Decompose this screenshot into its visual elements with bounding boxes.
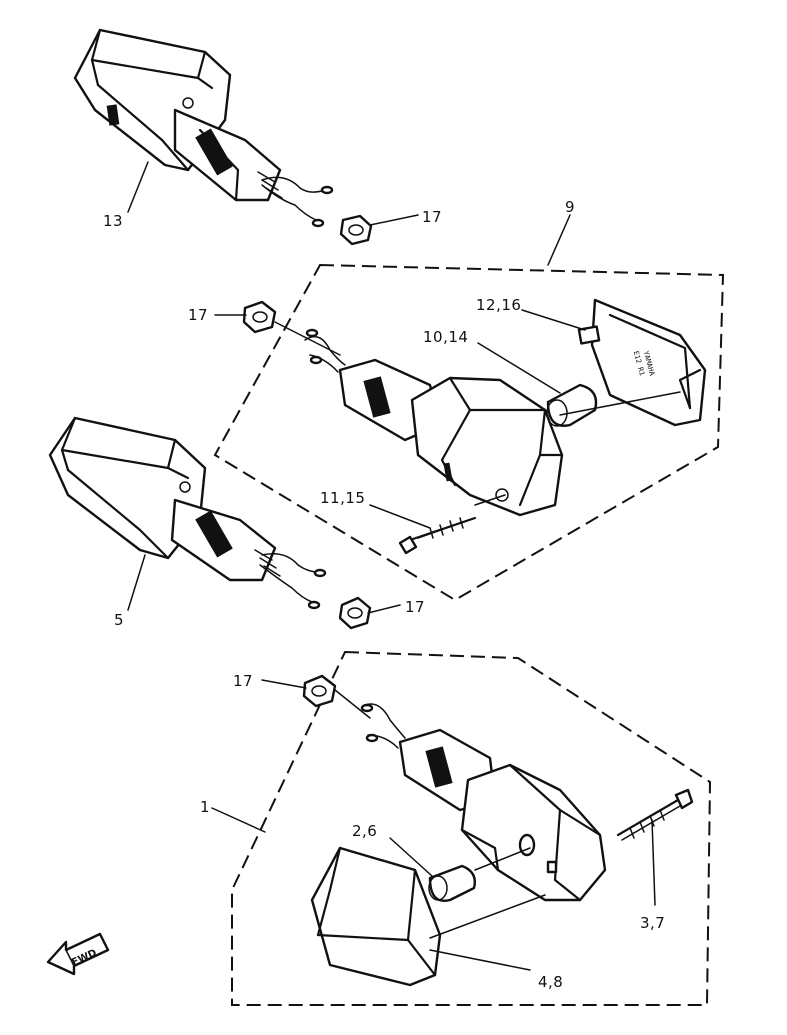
lens-12-16: E12 R1 YAMAHA xyxy=(577,298,707,427)
turn-signal-5 xyxy=(48,416,327,610)
turn-signal-1 xyxy=(360,703,607,902)
callout-9: 9 xyxy=(565,198,575,216)
callout-10-14: 10,14 xyxy=(423,328,468,346)
nut-17-mid xyxy=(338,596,372,630)
callout-17: 17 xyxy=(405,598,425,616)
callout-17: 17 xyxy=(233,672,253,690)
assembly-9-outline xyxy=(213,263,725,602)
assembly-1-outline xyxy=(231,650,712,1006)
callout-11-15: 11,15 xyxy=(320,489,365,507)
turn-signal-13 xyxy=(73,28,334,228)
fwd-arrow-icon: FWD xyxy=(46,932,110,976)
nut-17-left xyxy=(242,300,277,334)
bulb-10-14 xyxy=(546,383,598,427)
callout-5: 5 xyxy=(114,611,124,629)
nut-17-bottom xyxy=(302,674,337,708)
nut-17-top xyxy=(339,214,373,246)
callout-2-6: 2,6 xyxy=(352,822,377,840)
callout-labels: 13 17 9 12,16 17 10,14 11,15 5 17 17 1 2… xyxy=(103,198,665,991)
callout-3-7: 3,7 xyxy=(640,914,665,932)
turn-signal-9 xyxy=(304,328,564,517)
bulb-2-6 xyxy=(428,864,476,902)
screw-3-7 xyxy=(616,788,694,841)
screw-11-15 xyxy=(398,516,477,555)
leader-lines xyxy=(127,161,681,971)
callout-12-16: 12,16 xyxy=(476,296,521,314)
callout-4-8: 4,8 xyxy=(538,973,563,991)
callout-13: 13 xyxy=(103,212,123,230)
callout-17: 17 xyxy=(188,306,208,324)
callout-17: 17 xyxy=(422,208,442,226)
lens-4-8 xyxy=(310,846,442,987)
callout-1: 1 xyxy=(200,798,210,816)
